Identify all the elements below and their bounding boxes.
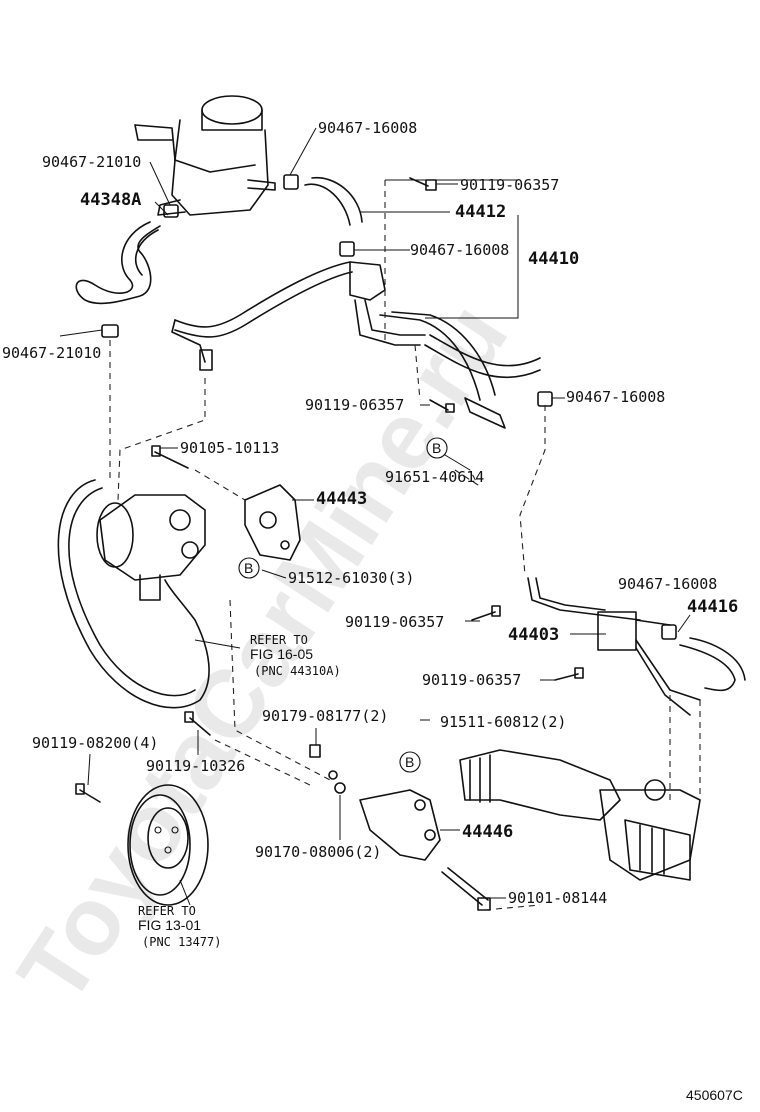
label-90170-08006: 90170-08006(2) [255, 843, 381, 861]
reservoir-tank [134, 95, 276, 216]
label-90119-06357-d: 90119-06357 [422, 671, 521, 689]
bolt-90101-08144 [441, 867, 491, 911]
bolt-90119-08200 [75, 783, 101, 803]
label-90467-21010-left: 90467-21010 [2, 344, 101, 362]
b-marker-1: B [426, 437, 448, 459]
dashed-lines [109, 180, 701, 911]
label-90179-08177: 90179-08177(2) [262, 707, 388, 725]
clamp-90467-16008-top [283, 174, 299, 190]
leader-lines [59, 127, 691, 906]
label-44412: 44412 [455, 202, 506, 222]
label-90119-10326: 90119-10326 [146, 757, 245, 775]
svg-text:B: B [244, 560, 253, 576]
label-90105-10113: 90105-10113 [180, 439, 279, 457]
label-refer-to-1: REFER TO [250, 633, 308, 647]
label-90467-21010-top: 90467-21010 [42, 153, 141, 171]
label-pnc-13477: (PNC 13477) [142, 935, 221, 949]
power-steering-pump [96, 494, 206, 601]
clamp-90467-16008-low [661, 624, 677, 640]
bolt-90105-10113 [151, 445, 189, 469]
b-marker-2: B [238, 557, 260, 579]
steering-gear [459, 749, 701, 881]
diagram-code: 450607C [686, 1087, 743, 1103]
label-44410: 44410 [528, 249, 579, 269]
label-44403: 44403 [508, 625, 559, 645]
label-90119-06357-c: 90119-06357 [345, 613, 444, 631]
label-90467-16008-mid: 90467-16008 [410, 241, 509, 259]
label-91511-60812: 91511-60812(2) [440, 713, 566, 731]
fitting-91651-40614 [464, 397, 506, 429]
label-90119-06357-a: 90119-06357 [460, 176, 559, 194]
hose-44348A [75, 221, 161, 305]
label-90467-16008-low: 90467-16008 [618, 575, 717, 593]
label-44446: 44446 [462, 822, 513, 842]
washer-90170-08006 [328, 770, 346, 794]
label-91512-61030: 91512-61030(3) [288, 569, 414, 587]
b-marker-3: B [399, 751, 421, 773]
label-fig-16-05: FIG 16-05 [250, 646, 313, 662]
label-90101-08144: 90101-08144 [508, 889, 607, 907]
bolt-90119-06357-d [554, 667, 584, 681]
label-44416: 44416 [687, 597, 738, 617]
bolt-90119-06357-b [429, 399, 455, 413]
clamp-90467-16008-mid [339, 241, 355, 257]
tube-44403 [527, 577, 701, 716]
hose-44412 [304, 176, 363, 226]
clamp-90467-16008-right [537, 391, 553, 407]
svg-text:B: B [405, 754, 414, 770]
hose-44416 [679, 637, 746, 692]
label-44348A: 44348A [80, 190, 141, 210]
label-refer-to-2: REFER TO [138, 904, 196, 918]
label-pnc-44310A: (PNC 44310A) [254, 664, 341, 678]
clamp-90467-21010-left [101, 324, 119, 338]
bracket-44446 [359, 789, 441, 861]
label-fig-13-01: FIG 13-01 [138, 917, 201, 933]
tube-44410 [171, 261, 541, 401]
v-belt [57, 479, 210, 709]
label-44443: 44443 [316, 489, 367, 509]
clamp-90467-21010-top [163, 204, 179, 218]
svg-text:B: B [432, 440, 441, 456]
nut-90179-08177 [309, 744, 321, 758]
bolt-90119-10326 [184, 711, 211, 736]
bolt-90119-06357-c [471, 605, 501, 621]
label-91651-40614: 91651-40614 [385, 468, 484, 486]
label-90467-16008-top: 90467-16008 [318, 119, 417, 137]
pulley [127, 784, 209, 906]
label-90119-08200: 90119-08200(4) [32, 734, 158, 752]
label-90119-06357-b: 90119-06357 [305, 396, 404, 414]
label-90467-16008-right: 90467-16008 [566, 388, 665, 406]
bracket-44443 [244, 484, 301, 561]
